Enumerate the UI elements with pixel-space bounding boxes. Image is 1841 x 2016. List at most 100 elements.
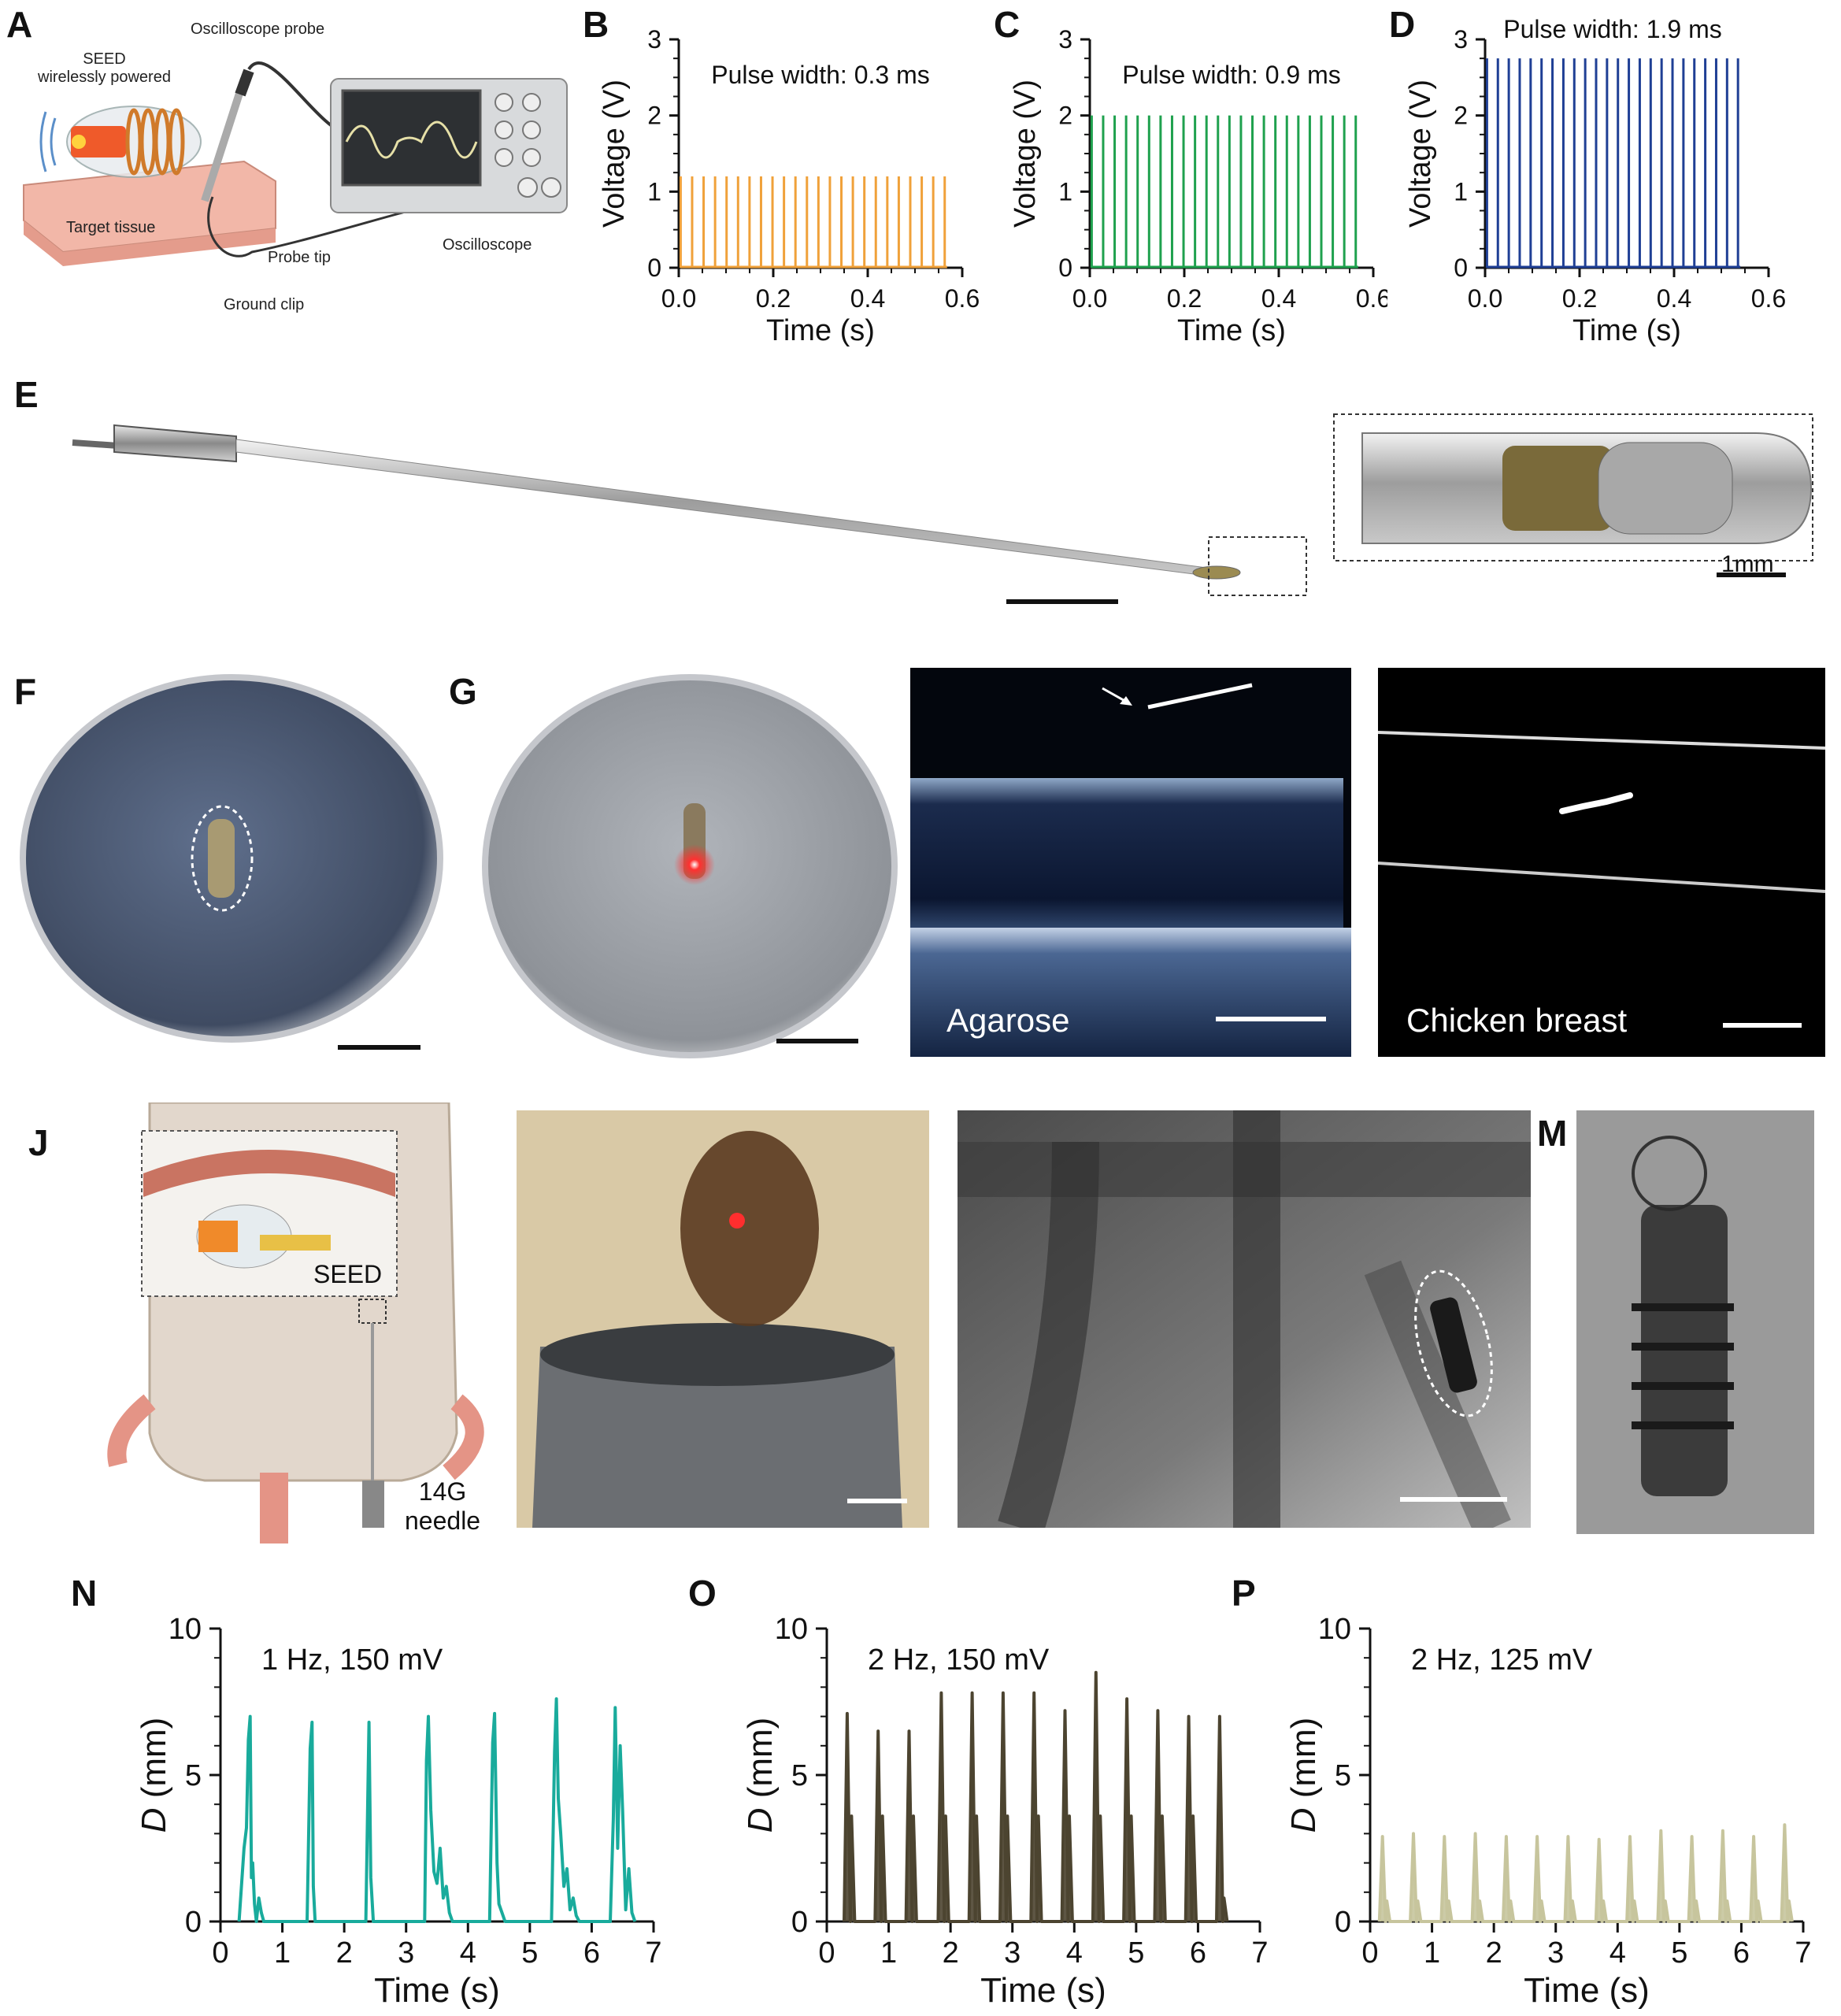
panel-m-xray-zoom [1576,1110,1814,1534]
y-tick-label: 3 [1058,25,1072,54]
needle-drawing [72,413,1813,604]
shaved-region [680,1131,819,1326]
seed-led-j [198,1221,238,1252]
y-tick-label: 5 [1335,1759,1351,1792]
chart-annotation: 1 Hz, 150 mV [261,1644,443,1677]
tissue-layers-j [143,1150,395,1197]
mouse-leg-left [107,1394,156,1467]
y-axis-label-unit: (mm) [1284,1718,1323,1808]
implant-schematic [107,1101,484,1544]
needle-label-j: 14G needle [405,1477,481,1535]
y-tick-label: 1 [647,177,661,206]
x-tick-label: 2 [943,1936,959,1970]
tissue-boundary-bottom [1378,862,1825,893]
x-tick-label: 6 [1190,1936,1206,1970]
xray-image [958,1110,1531,1528]
y-tick-label: 1 [1454,177,1468,206]
x-tick-label: 0.2 [756,284,791,313]
panel-g-photo [477,669,902,1079]
panel-label-b: B [583,4,609,45]
x-tick-label: 1 [880,1936,897,1970]
inset-seed-body [1502,446,1613,531]
chart-annotation: 2 Hz, 150 mV [868,1644,1050,1677]
y-axis-label-symbol: D [741,1808,780,1833]
panel-label-a: A [6,4,33,45]
seed-device-l [1430,1297,1477,1393]
y-axis-label-unit: (mm) [135,1718,173,1808]
seed-coil [125,108,185,176]
oscilloscope-label: Oscilloscope [443,236,532,254]
seed-light-k [729,1213,745,1228]
panel-label-g: G [449,671,477,712]
chicken-caption: Chicken breast [1406,1002,1628,1039]
panel-label-d: D [1389,4,1416,45]
chart-annotation: Pulse width: 0.3 ms [711,61,929,89]
y-tick-label: 5 [791,1759,808,1792]
y-axis-label-symbol: D [1284,1808,1323,1833]
y-axis-label: D (mm) [1284,1718,1323,1833]
x-tick-label: 0.6 [1356,284,1387,313]
x-tick-label: 0 [212,1936,228,1970]
x-tick-label: 4 [1066,1936,1083,1970]
oscilloscope-knobs [495,93,561,198]
y-tick-label: 5 [185,1759,202,1792]
x-tick-label: 0.4 [850,284,885,313]
y-tick-label: 10 [169,1613,202,1646]
agarose-caption: Agarose [946,1002,1070,1039]
panel-label-c: C [994,4,1021,45]
x-tick-label: 0.0 [1468,284,1502,313]
probe-tip-label: Probe tip [268,249,332,266]
agarose-layer [910,778,1343,951]
tissue-side [24,220,276,266]
xray-zoom [1576,1110,1814,1534]
y-axis-label: D (mm) [135,1718,173,1833]
y-tick-label: 2 [1058,102,1072,130]
panel-label-n: N [71,1573,98,1614]
y-tick-label: 1 [1058,177,1072,206]
x-tick-label: 5 [1671,1936,1687,1970]
x-axis-label: Time (s) [374,1971,500,2010]
seed-echo-h [1147,683,1253,710]
seed-coil-turns-m [1632,1303,1734,1429]
needle-hub-j [362,1480,384,1528]
oscilloscope-probe-label: Oscilloscope probe [191,20,325,38]
chart-annotation: 2 Hz, 125 mV [1411,1644,1593,1677]
mouse-photo [517,1110,929,1528]
x-tick-label: 7 [1251,1936,1268,1970]
inset-seed-coil [1598,442,1733,535]
chart-annotation: Pulse width: 1.9 ms [1503,15,1721,43]
x-tick-label: 0.0 [661,284,696,313]
petri-dish-f [20,674,443,1050]
x-tick-label: 2 [1486,1936,1502,1970]
x-axis-label: Time (s) [1572,314,1681,347]
x-tick-label: 0.4 [1261,284,1296,313]
seed-light [72,135,86,149]
ultrasound-chicken [1378,731,1825,1028]
x-axis-label: Time (s) [1177,314,1286,347]
panel-label-m: M [1537,1113,1568,1154]
x-tick-label: 0 [818,1936,835,1970]
oscilloscope-waveform [345,120,478,159]
displacement-trace [843,1670,1229,1923]
x-tick-label: 1 [1424,1936,1440,1970]
x-tick-label: 5 [1128,1936,1144,1970]
seed-echo-i [1559,792,1633,814]
needle-stylet [72,439,119,449]
y-tick-label: 2 [647,102,661,130]
panel-label-o: O [688,1573,717,1614]
seed-outline-f [191,805,254,912]
y-tick-label: 0 [185,1906,202,1939]
x-tick-label: 7 [1795,1936,1811,1970]
xray-bone-left [998,1141,1099,1528]
panel-h-ultrasound: Agarose [910,668,1351,1057]
panel-label-e: E [14,374,39,415]
ultrasound-agarose [910,683,1351,1057]
panel-e-needle: 1mm [0,370,1841,630]
x-tick-label: 2 [336,1936,353,1970]
x-tick-label: 0.2 [1167,284,1202,313]
x-tick-label: 0.4 [1657,284,1691,313]
x-tick-label: 0.2 [1562,284,1597,313]
